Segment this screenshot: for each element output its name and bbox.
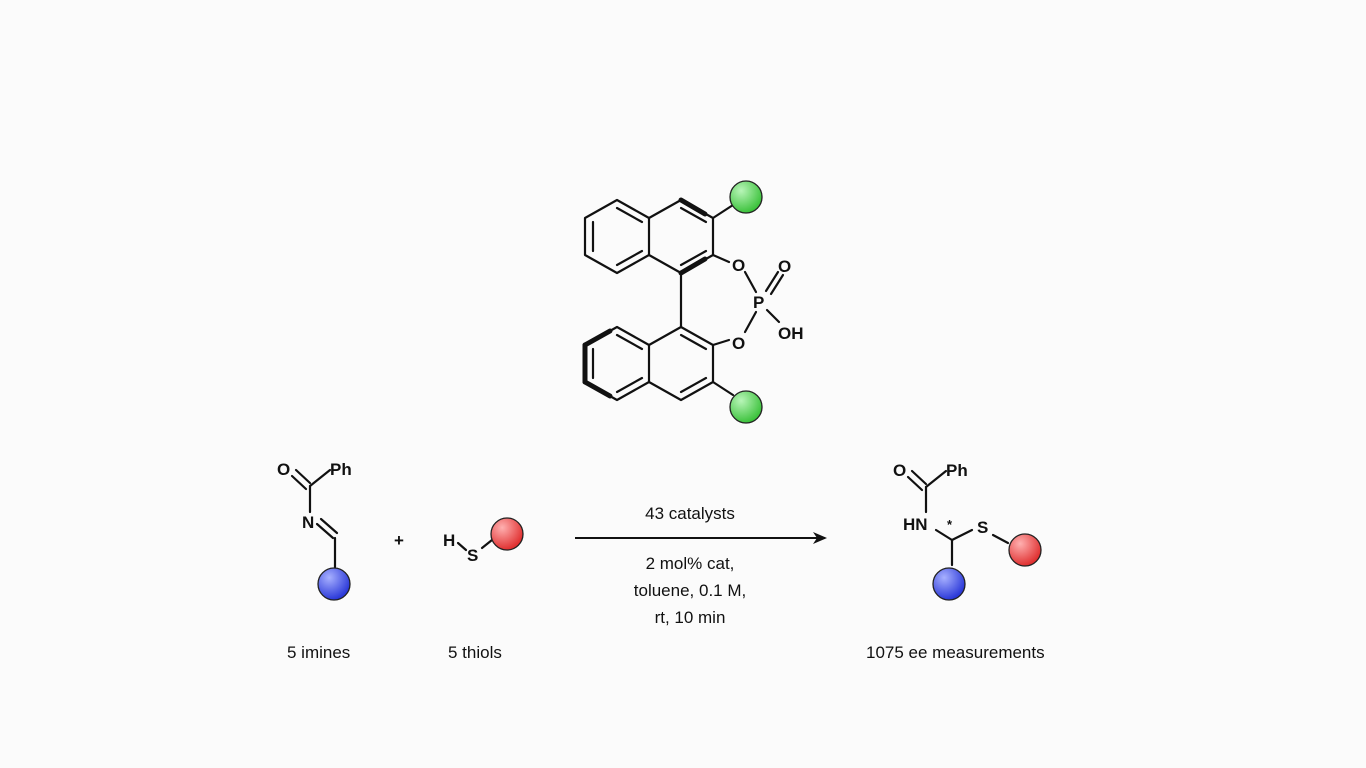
upper-naphthalene xyxy=(583,197,715,276)
green-substituent-bottom xyxy=(729,390,763,424)
stereocenter-mark: * xyxy=(947,517,953,532)
imine-nitrogen: N xyxy=(302,513,314,532)
product-structure: O Ph HN * S 1075 ee measurements xyxy=(866,461,1045,662)
product-carbonyl-o: O xyxy=(893,461,906,480)
arrow-condition-2: toluene, 0.1 M, xyxy=(634,581,746,600)
imine-caption: 5 imines xyxy=(287,643,350,662)
thiol-structure: H S 5 thiols xyxy=(443,517,524,662)
red-substituent-product xyxy=(1008,533,1042,567)
product-sulfur: S xyxy=(977,518,988,537)
blue-substituent-product xyxy=(932,567,966,601)
catalyst-structure: O O P O OH xyxy=(582,180,804,424)
product-nh: HN xyxy=(903,515,928,534)
arrow-above-text: 43 catalysts xyxy=(645,504,735,523)
lower-naphthalene xyxy=(582,325,715,402)
catalyst-o-top: O xyxy=(732,256,745,275)
imine-structure: O Ph N 5 imines xyxy=(277,460,352,662)
blue-substituent-imine xyxy=(317,567,351,601)
product-phenyl: Ph xyxy=(946,461,968,480)
product-caption: 1075 ee measurements xyxy=(866,643,1045,662)
red-substituent-thiol xyxy=(490,517,524,551)
thiol-hydrogen: H xyxy=(443,531,455,550)
plus-sign: + xyxy=(394,531,404,550)
catalyst-o-double: O xyxy=(778,257,791,276)
imine-carbonyl-o: O xyxy=(277,460,290,479)
thiol-sulfur: S xyxy=(467,546,478,565)
catalyst-phosphorus: P xyxy=(753,293,764,312)
thiol-caption: 5 thiols xyxy=(448,643,502,662)
arrow-condition-3: rt, 10 min xyxy=(655,608,726,627)
imine-phenyl: Ph xyxy=(330,460,352,479)
green-substituent-top xyxy=(729,180,763,214)
catalyst-hydroxyl: OH xyxy=(778,324,804,343)
arrow-condition-1: 2 mol% cat, xyxy=(646,554,735,573)
reaction-arrow-group: 43 catalysts 2 mol% cat, toluene, 0.1 M,… xyxy=(575,504,827,627)
catalyst-o-bottom: O xyxy=(732,334,745,353)
